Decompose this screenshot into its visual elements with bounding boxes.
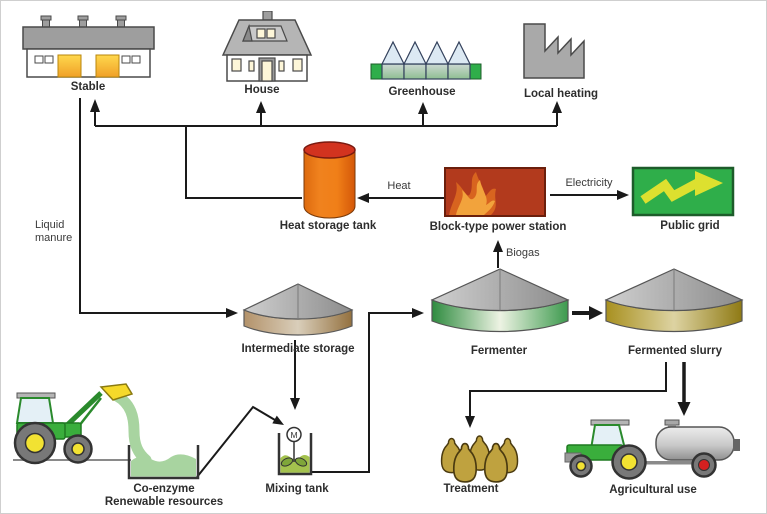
fermenter-label: Fermenter: [470, 345, 528, 357]
dormer-window: [266, 28, 276, 39]
stable-icon: [22, 15, 155, 78]
treatment-bags-icon: [440, 435, 519, 483]
biomass-stream: [111, 390, 152, 466]
power-station-label: Block-type power station: [429, 221, 567, 233]
mix-walls: [277, 433, 313, 476]
co-enzyme-line2: Renewable resources: [104, 495, 224, 508]
stirrer-blade: [280, 457, 294, 467]
house-window: [292, 58, 303, 72]
agricultural-use-label: Agricultural use: [609, 484, 697, 496]
fermented-slurry-icon: [604, 268, 744, 333]
greenhouse-icon: [370, 40, 482, 80]
intermediate-storage-label: Intermediate storage: [241, 343, 355, 355]
house-dormer-slant: [242, 23, 253, 42]
heat-storage-tank-icon: [303, 141, 356, 219]
stirrer-motor: [286, 426, 302, 443]
tanker-body: [655, 426, 735, 461]
house-window: [231, 58, 242, 72]
fermenter-icon: [430, 268, 570, 333]
tanker-hub: [698, 459, 710, 471]
front-hub: [71, 442, 85, 456]
biogas-flow-label: Biogas: [506, 247, 540, 259]
tank-top: [303, 141, 356, 159]
lightning-bolt: [640, 177, 704, 204]
house-label: House: [244, 84, 280, 96]
lightning-bolt-head: [695, 171, 723, 196]
electricity-flow-label: Electricity: [565, 177, 613, 189]
tank-body: [303, 149, 356, 219]
line-slurry-to-treatment: [469, 362, 667, 417]
hitch-bar: [629, 461, 711, 465]
local-heating-label: Local heating: [523, 88, 599, 100]
house-window: [248, 60, 255, 72]
public-grid-label: Public grid: [660, 220, 720, 232]
heat-storage-tank-label: Heat storage tank: [279, 220, 377, 232]
house-icon: [221, 11, 313, 82]
fermented-slurry-label: Fermented slurry: [628, 345, 722, 357]
loader-tractor-icon: [13, 383, 200, 480]
loader-bucket: [99, 383, 134, 401]
greenhouse-bays: [381, 40, 471, 80]
heat-flow-label: Heat: [387, 180, 411, 192]
line-pit-to-mixer: [196, 405, 276, 478]
stable-door: [57, 54, 82, 78]
rear-hub: [24, 432, 46, 454]
stable-roof: [22, 26, 155, 50]
mixing-tank-icon: M: [277, 426, 313, 476]
tractor: [13, 383, 134, 465]
front-hub: [575, 460, 587, 472]
dormer-window: [256, 28, 266, 39]
tractor: [564, 419, 647, 480]
line-mixer-to-fermenter: [310, 312, 413, 473]
house-chimney: [262, 11, 273, 21]
sack-group: [440, 435, 519, 483]
co-enzyme-label: Co-enzyme Renewable resources: [74, 483, 254, 508]
arrow-heads: [90, 99, 691, 428]
greenhouse-label: Greenhouse: [388, 86, 456, 98]
liquid-manure-label: Liquid manure: [35, 219, 73, 244]
treatment-label: Treatment: [443, 483, 499, 495]
co-enzyme-pit: [127, 445, 200, 480]
motor-symbol: M: [290, 430, 297, 440]
flame-front: [456, 180, 495, 215]
co-enzyme-line1: Co-enzyme: [133, 483, 195, 495]
line-liquid-manure: [79, 98, 227, 314]
greenhouse-ground-strip: [370, 63, 383, 80]
house-door: [261, 60, 273, 82]
stable-windows: [34, 55, 141, 64]
stable-label: Stable: [70, 81, 106, 93]
greenhouse-ground-strip: [469, 63, 482, 80]
line-heat-tank-riser: [185, 126, 302, 199]
tractor-cab: [15, 397, 55, 424]
house-window: [278, 60, 285, 72]
stirrer-blade: [294, 457, 308, 467]
tanker-rear-fitting: [733, 439, 740, 451]
mixing-tank-label: Mixing tank: [265, 483, 329, 495]
pit-contents: [131, 454, 196, 477]
local-heating-icon: [523, 23, 585, 79]
rear-hub: [620, 453, 638, 471]
slurry-tanker-tractor-icon: [564, 419, 740, 480]
stable-chimneys: [40, 15, 127, 30]
factory-silhouette: [523, 23, 585, 79]
power-station-icon: [444, 167, 546, 217]
intermediate-storage-icon: [242, 283, 354, 336]
stable-door: [95, 54, 120, 78]
public-grid-icon: [631, 166, 735, 217]
